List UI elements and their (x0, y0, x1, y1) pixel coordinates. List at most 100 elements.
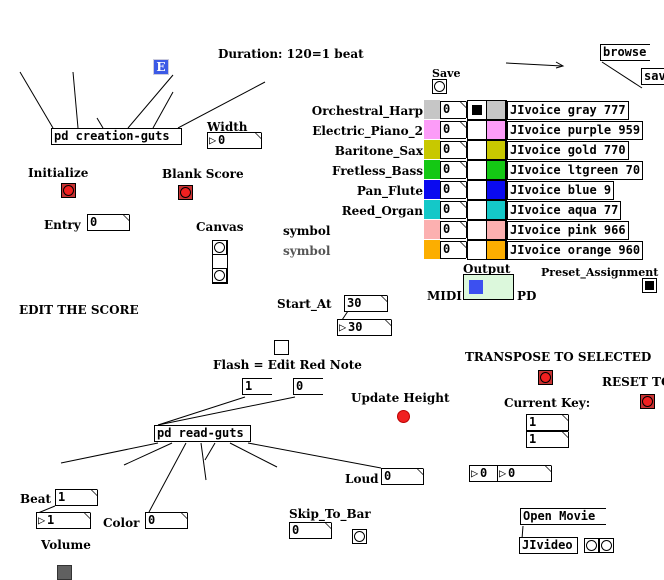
initialize-label: Initialize (28, 166, 89, 180)
voice-value-box[interactable]: 0 (440, 181, 474, 199)
voice-select-radio[interactable] (467, 200, 487, 220)
voice-color-cell[interactable] (487, 240, 507, 260)
open-movie-message[interactable]: Open Movie (520, 508, 606, 525)
voice-color-cell[interactable] (487, 220, 507, 240)
entry-label: Entry (44, 218, 81, 232)
beat-number-box[interactable]: 1 (55, 489, 105, 506)
voice-color-cell[interactable] (487, 100, 507, 120)
pd-creation-guts-object[interactable]: pd creation-guts (51, 128, 182, 145)
skip-to-bar-bang[interactable] (352, 529, 367, 544)
beat-value: 1 (58, 490, 66, 504)
voice-color-cell[interactable] (487, 140, 507, 160)
loud-value: 0 (384, 469, 392, 483)
jivoice-object[interactable]: JIvoice purple 959 (507, 121, 644, 140)
voice-name: Pan_Flute (356, 184, 423, 198)
triangle-icon: ▷ (339, 320, 347, 334)
voice-value: 0 (443, 142, 451, 156)
voice-select-radio[interactable] (467, 100, 487, 120)
preset-assignment-toggle[interactable] (642, 278, 657, 293)
jivoice-object[interactable]: JIvoice orange 960 (507, 241, 644, 260)
jivoice-object[interactable]: JIvoice gray 777 (507, 101, 629, 120)
width-value: 0 (218, 133, 226, 147)
canvas-bang-bottom[interactable] (212, 268, 227, 283)
pair-b-value: 0 (508, 466, 516, 480)
update-height-bang[interactable] (397, 410, 410, 423)
canvas-bang-top[interactable] (212, 240, 227, 255)
voice-value-box[interactable]: 0 (440, 241, 474, 259)
jivoice-object[interactable]: JIvoice pink 966 (507, 221, 629, 240)
voice-select-radio[interactable] (467, 180, 487, 200)
preset-assignment-label: Preset_Assignment (541, 266, 659, 279)
reset-bang[interactable] (640, 394, 655, 409)
flash-one-message[interactable]: 1 (242, 378, 272, 395)
entry-number-box[interactable]: 0 (87, 214, 137, 231)
start-at-number-box[interactable]: 30 (344, 295, 395, 312)
voice-name: Baritone_Sax (334, 144, 423, 158)
voice-value-box[interactable]: 0 (440, 141, 474, 159)
flash-toggle[interactable] (274, 340, 289, 355)
transpose-bang[interactable] (538, 370, 553, 385)
width-number-box[interactable]: ▷ 0 (207, 132, 269, 149)
voice-color-cell[interactable] (487, 160, 507, 180)
blank-score-label: Blank Score (162, 167, 244, 181)
color-value: 0 (148, 513, 156, 527)
jivoice-object[interactable]: JIvoice gold 770 (507, 141, 629, 160)
symbol-label-1: symbol (283, 224, 331, 238)
voice-select-radio[interactable] (467, 160, 487, 180)
current-key-box-2[interactable]: 1 (526, 431, 576, 448)
flash-zero-message[interactable]: 0 (293, 378, 323, 395)
patch-cord (148, 442, 187, 513)
voice-value: 0 (443, 202, 451, 216)
pd-label: PD (517, 289, 537, 303)
patch-cord (127, 74, 174, 129)
current-key-box-1[interactable]: 1 (526, 414, 576, 431)
voice-color-cell[interactable] (487, 120, 507, 140)
canvas-bang-stack (212, 240, 228, 284)
pd-read-guts-object[interactable]: pd read-guts (154, 425, 251, 442)
blank-score-bang[interactable] (178, 185, 193, 200)
skip-to-bar-number-box[interactable]: 0 (289, 522, 339, 539)
jivideo-bang-2[interactable] (599, 538, 614, 553)
patch-cord (96, 117, 104, 129)
voice-select-radio[interactable] (467, 120, 487, 140)
voice-color-cell[interactable] (487, 180, 507, 200)
voice-select-radio[interactable] (467, 240, 487, 260)
volume-slider[interactable] (57, 565, 72, 580)
browse-message[interactable]: browse (600, 44, 650, 61)
jivoice-object[interactable]: JIvoice aqua 77 (507, 201, 622, 220)
volume-label: Volume (41, 538, 91, 552)
voice-select-radio[interactable] (467, 140, 487, 160)
start-at-value: 30 (347, 296, 362, 310)
color-number-box[interactable]: 0 (145, 512, 195, 529)
patch-cord (60, 442, 159, 464)
voice-color-cell[interactable] (487, 200, 507, 220)
flash-edit-label: Flash = Edit Red Note (213, 358, 362, 372)
beat-output-box[interactable]: ▷ 1 (36, 512, 98, 529)
voice-value-box[interactable]: 0 (440, 201, 474, 219)
loud-number-box[interactable]: 0 (381, 468, 431, 485)
voice-value-box[interactable]: 0 (440, 101, 474, 119)
loud-label: Loud (345, 472, 379, 486)
pair-b-number-box[interactable]: ▷ 0 (497, 465, 559, 482)
voice-value-box[interactable]: 0 (440, 121, 474, 139)
jivoice-object[interactable]: JIvoice blue 9 (507, 181, 615, 200)
pair-a-number-box[interactable]: ▷ 0 (469, 465, 498, 482)
start-at-output-box[interactable]: ▷ 30 (337, 319, 399, 336)
selected-indicator (472, 105, 482, 115)
voice-color-swatch (424, 220, 440, 239)
e-icon: E (156, 60, 166, 74)
voice-value-box[interactable]: 0 (440, 161, 474, 179)
save-message[interactable]: sav (641, 68, 664, 85)
output-midi-radio[interactable] (463, 274, 488, 300)
save-bang[interactable] (432, 79, 447, 94)
patch-cord (19, 71, 54, 129)
voice-value: 0 (443, 162, 451, 176)
output-pd-radio[interactable] (487, 274, 514, 300)
jivideo-bang-1[interactable] (584, 538, 599, 553)
jivoice-object[interactable]: JIvoice ltgreen 70 (507, 161, 644, 180)
voice-value-box[interactable]: 0 (440, 221, 474, 239)
edit-mode-button[interactable]: E (153, 59, 169, 75)
jivideo-object[interactable]: JIvideo (519, 537, 578, 554)
initialize-bang[interactable] (61, 183, 76, 198)
voice-select-radio[interactable] (467, 220, 487, 240)
